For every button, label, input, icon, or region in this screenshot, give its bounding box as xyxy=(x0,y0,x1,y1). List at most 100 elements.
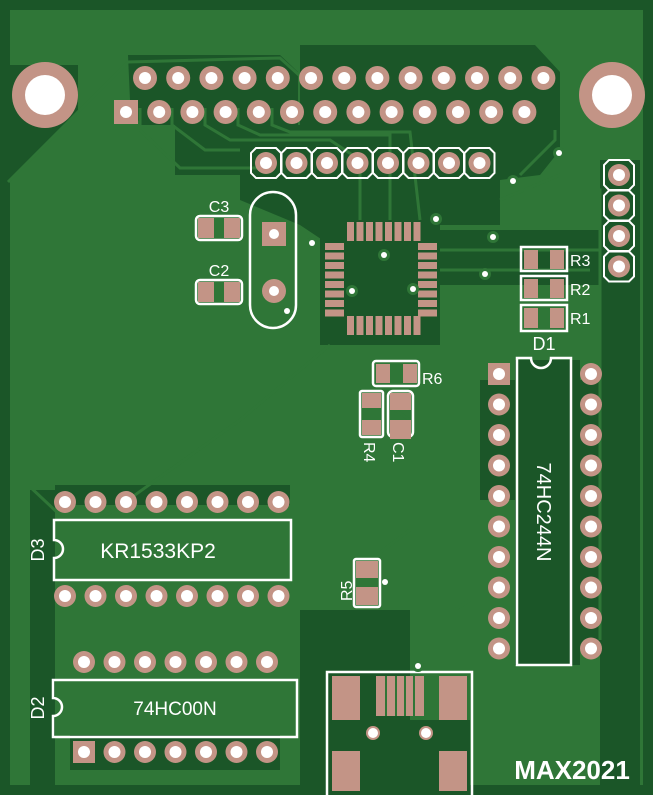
square-pad-pin1 xyxy=(114,100,138,124)
through-hole-pad xyxy=(580,515,602,538)
through-hole-pad xyxy=(488,485,510,507)
through-hole-pad xyxy=(199,66,224,90)
through-hole-pad xyxy=(346,100,371,124)
via-drill xyxy=(556,150,562,156)
r4-label: R4 xyxy=(360,442,377,463)
qfp-pad-bottom xyxy=(366,316,373,335)
through-hole-pad xyxy=(265,66,290,90)
qfp-pad-bottom xyxy=(356,316,364,335)
d3-ref-label: D3 xyxy=(28,538,48,561)
c2-label: C2 xyxy=(209,263,230,280)
through-hole-pad xyxy=(256,651,278,673)
through-hole-pad xyxy=(147,100,172,124)
qfp-pad-bottom xyxy=(375,316,383,335)
qfp-pad-left xyxy=(325,309,344,317)
through-hole-pad xyxy=(488,424,510,446)
through-hole-pad xyxy=(84,585,107,607)
through-hole-pad xyxy=(580,485,602,507)
through-hole-pad xyxy=(465,66,489,90)
through-hole-pad xyxy=(213,100,238,124)
through-hole-pad xyxy=(446,100,470,124)
crystal-oscillator xyxy=(248,190,298,330)
d1-ref-label: D1 xyxy=(532,334,555,354)
qfp-pad-top xyxy=(404,222,411,241)
via-drill xyxy=(415,663,421,669)
through-hole-pad xyxy=(195,651,217,673)
qfp-pad-right xyxy=(418,271,437,279)
through-hole-pad xyxy=(180,100,205,124)
through-hole-pad xyxy=(145,585,168,607)
through-hole-pad xyxy=(580,363,602,385)
via-drill xyxy=(381,252,387,258)
qfp-pad-bottom xyxy=(404,316,411,335)
qfp-pad-left xyxy=(325,271,344,279)
ic-d3-kr1533kp2: D3 KR1533KP2 xyxy=(28,491,293,607)
through-hole-pad xyxy=(206,585,229,607)
through-hole-pad xyxy=(468,152,491,174)
through-hole-pad xyxy=(176,585,198,607)
d2-ref-label: D2 xyxy=(28,696,48,719)
d3-value-label: KR1533KP2 xyxy=(100,540,216,563)
through-hole-pad xyxy=(580,393,602,416)
qfp-pad-left xyxy=(325,300,344,307)
through-hole-pad xyxy=(115,585,137,607)
through-hole-pad xyxy=(54,585,76,607)
through-hole-pad xyxy=(488,607,510,629)
vias xyxy=(281,147,565,672)
via-drill xyxy=(510,178,516,184)
through-hole-pad xyxy=(431,66,456,90)
through-hole-pad xyxy=(412,100,437,124)
qfp-pad-bottom xyxy=(413,316,421,335)
qfp-pad-bottom xyxy=(347,316,354,335)
via-drill xyxy=(490,234,496,240)
through-hole-pad xyxy=(255,152,277,174)
r6-label: R6 xyxy=(422,371,443,388)
qfp-pad-left xyxy=(325,290,344,298)
through-hole-pad xyxy=(246,100,271,124)
through-hole-pad xyxy=(133,66,157,90)
header-outline xyxy=(463,147,496,179)
through-hole-pad xyxy=(488,515,510,538)
through-hole-pad xyxy=(346,152,369,174)
through-hole-pad xyxy=(580,576,602,599)
through-hole-pad xyxy=(225,741,248,763)
c3-label: C3 xyxy=(209,199,230,216)
through-hole-pad xyxy=(166,66,191,90)
qfp-pad-top xyxy=(347,222,354,241)
qfp-pad-top xyxy=(366,222,373,241)
through-hole-pad xyxy=(103,741,126,763)
resistor-r5: R5 xyxy=(339,557,388,609)
through-hole-pad xyxy=(299,66,323,90)
via-drill xyxy=(410,286,416,292)
through-hole-pad xyxy=(195,741,217,763)
resistor-r3: R3 xyxy=(519,245,591,273)
through-hole-pad xyxy=(103,651,126,673)
via-drill xyxy=(309,240,315,246)
through-hole-pad xyxy=(379,100,404,124)
through-hole-pad xyxy=(134,741,156,763)
qfp-pad-top xyxy=(385,222,392,241)
square-pad-pin1 xyxy=(73,741,95,763)
through-hole-pad xyxy=(256,741,278,763)
header-outline xyxy=(603,250,635,283)
header-outline xyxy=(433,147,465,179)
through-hole-pad xyxy=(488,454,510,477)
header-outline xyxy=(280,147,313,179)
qfp-pad-bottom xyxy=(394,316,402,335)
header-outline xyxy=(250,147,282,179)
through-hole-pad xyxy=(512,100,537,124)
through-hole-pad xyxy=(488,546,510,568)
usb-connector xyxy=(325,670,474,795)
through-hole-pad xyxy=(176,491,198,513)
via-drill xyxy=(482,271,488,277)
qfp-pad-right xyxy=(418,252,437,260)
qfp-pad-top xyxy=(394,222,402,241)
through-hole-pad xyxy=(84,491,107,513)
qfp-pad-top xyxy=(375,222,383,241)
resistor-r2: R2 xyxy=(519,274,591,302)
r5-label: R5 xyxy=(339,580,356,601)
qfp-pad-left xyxy=(325,252,344,260)
through-hole-pad xyxy=(438,152,460,174)
qfp-pad-top xyxy=(356,222,364,241)
via-drill xyxy=(433,216,439,222)
